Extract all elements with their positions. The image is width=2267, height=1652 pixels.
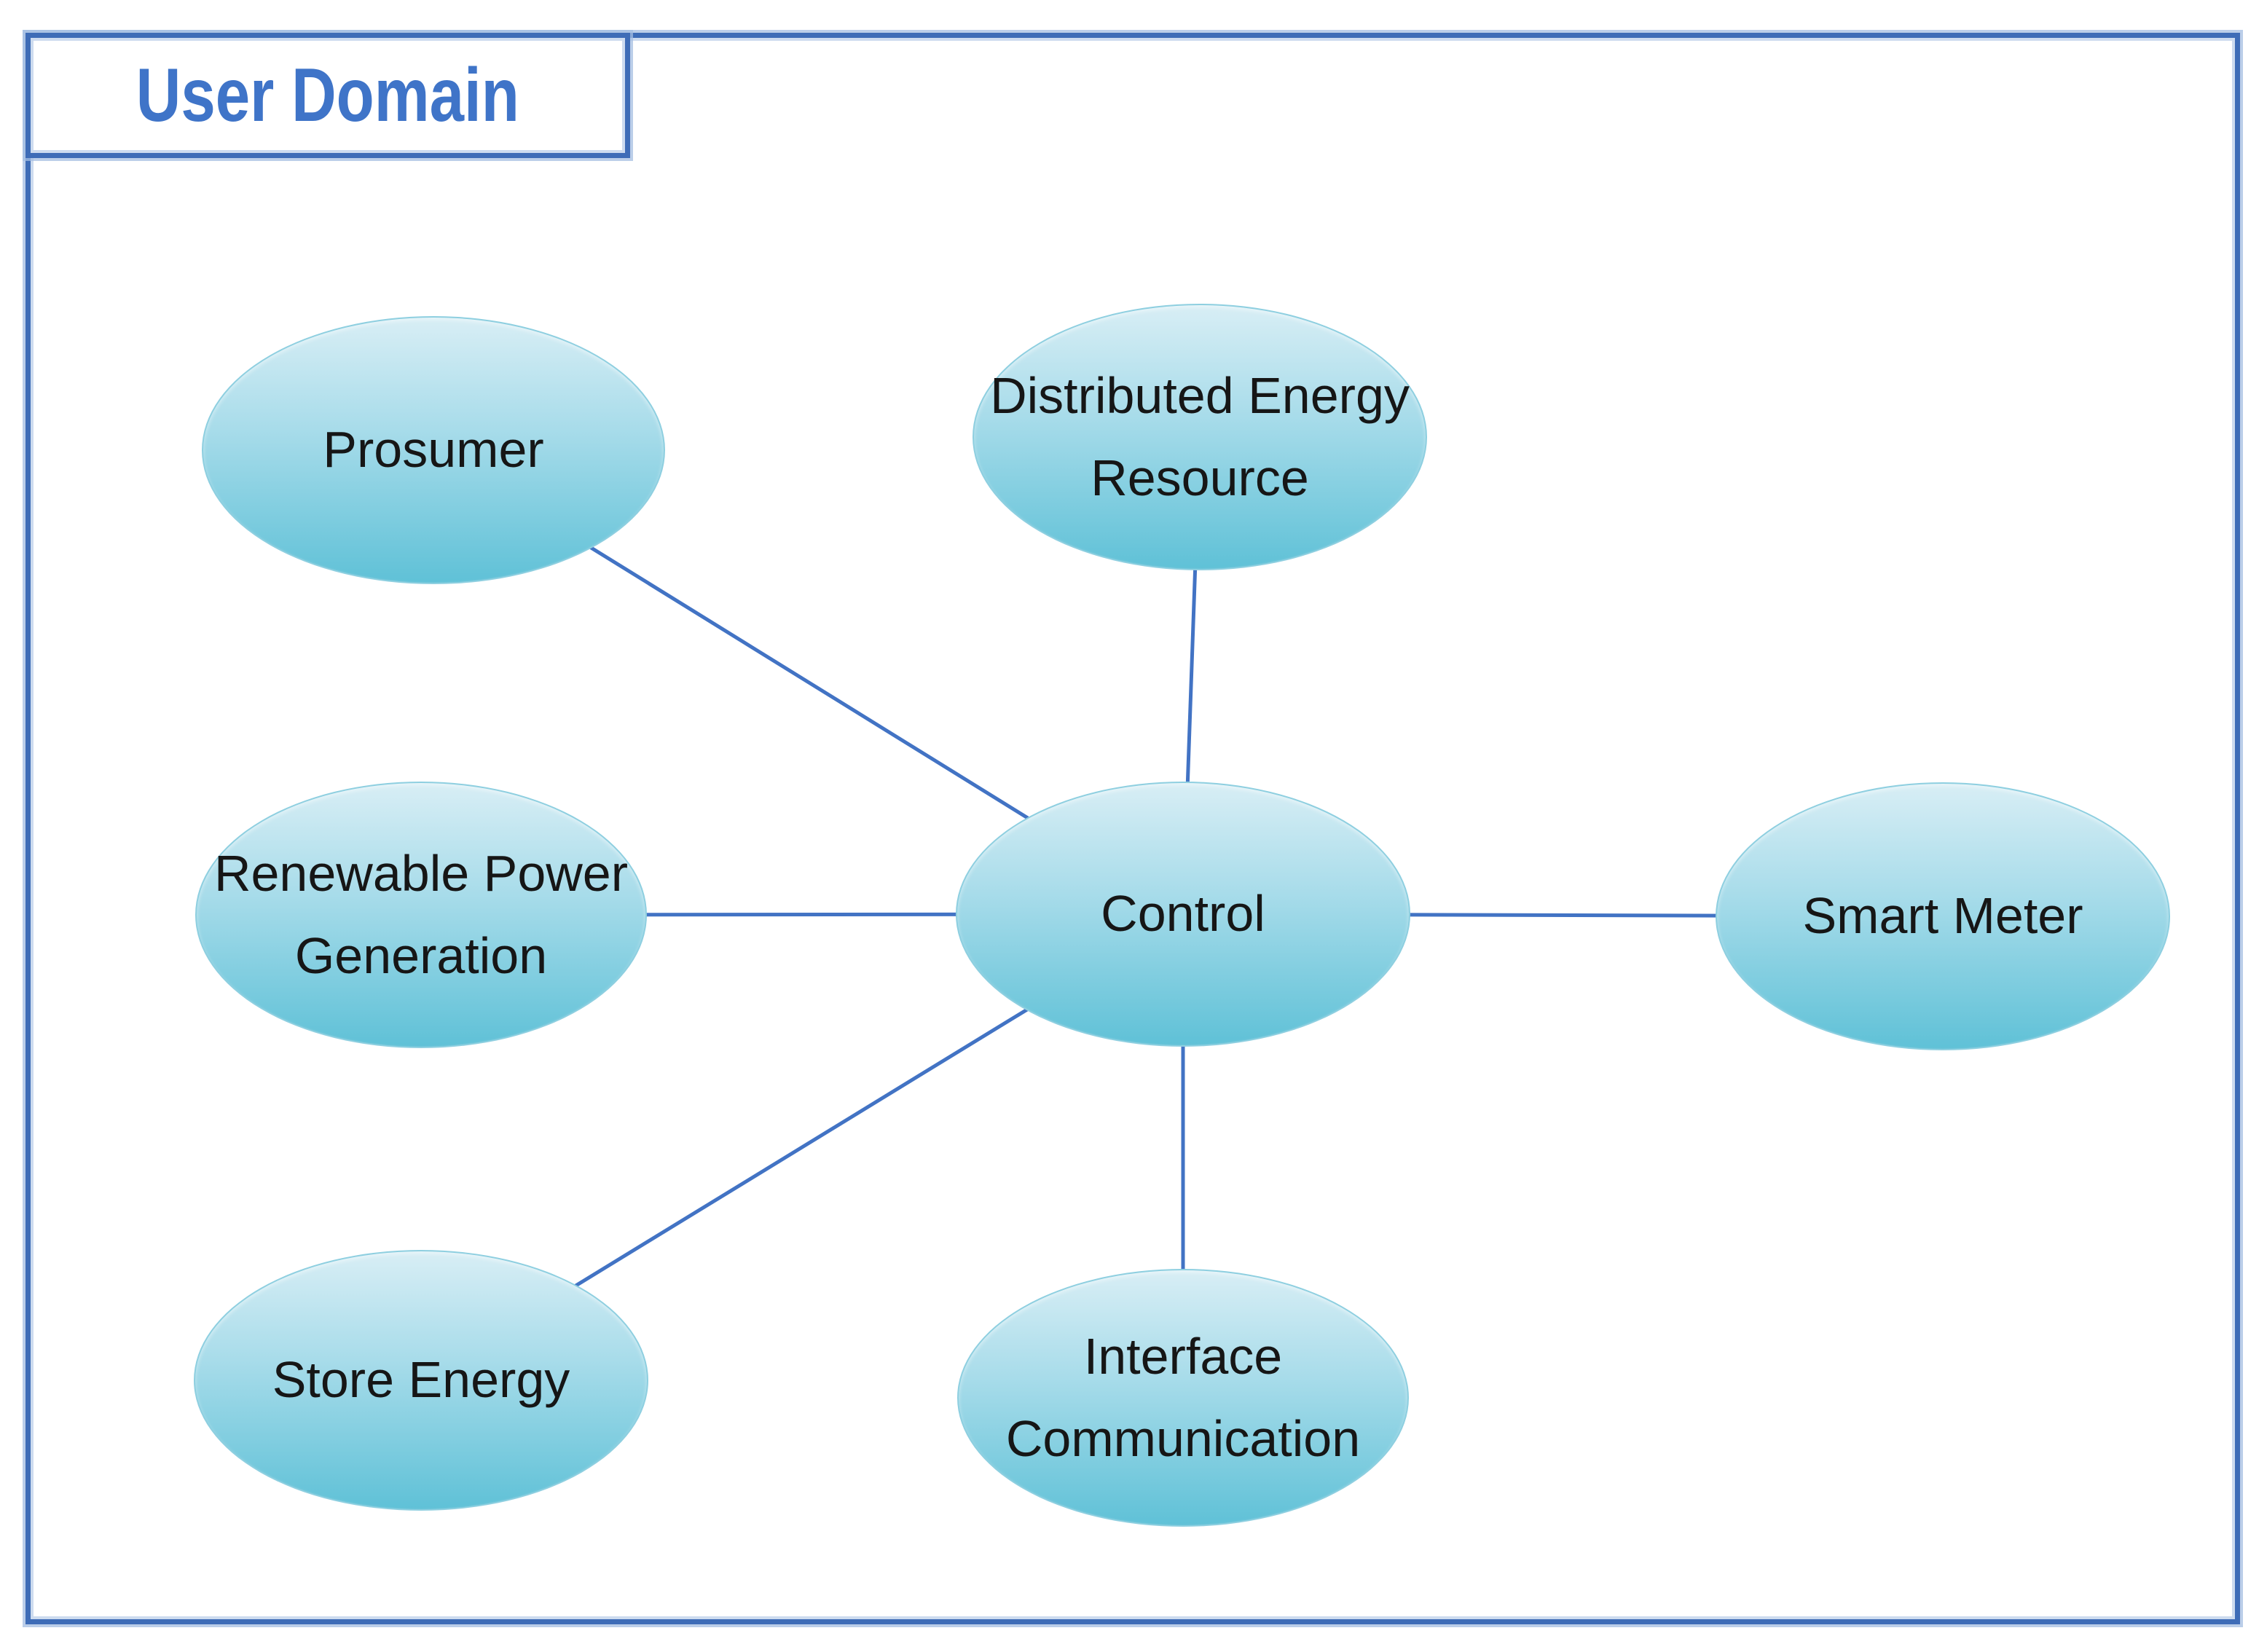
user-domain-boundary — [25, 33, 2240, 1624]
node-label: Store Energy — [272, 1351, 570, 1409]
diagram-title-box[interactable]: User Domain — [25, 33, 630, 158]
node-label: Generation — [294, 927, 548, 984]
diagram-title: User Domain — [135, 52, 520, 138]
node-label: Communication — [1005, 1410, 1361, 1467]
node-label: Smart Meter — [1802, 887, 2083, 945]
node-label: Prosumer — [323, 421, 544, 479]
node-smart-meter[interactable]: Smart Meter — [1716, 782, 2170, 1050]
node-store-energy[interactable]: Store Energy — [194, 1250, 648, 1511]
node-label: Control — [1101, 885, 1265, 943]
node-label: Resource — [1091, 449, 1309, 506]
node-label: Interface — [1083, 1327, 1283, 1385]
node-prosumer[interactable]: Prosumer — [202, 316, 665, 584]
node-label: Distributed Energy — [990, 366, 1410, 424]
node-control[interactable]: Control — [956, 782, 1410, 1047]
node-label: Renewable Power — [213, 844, 629, 902]
